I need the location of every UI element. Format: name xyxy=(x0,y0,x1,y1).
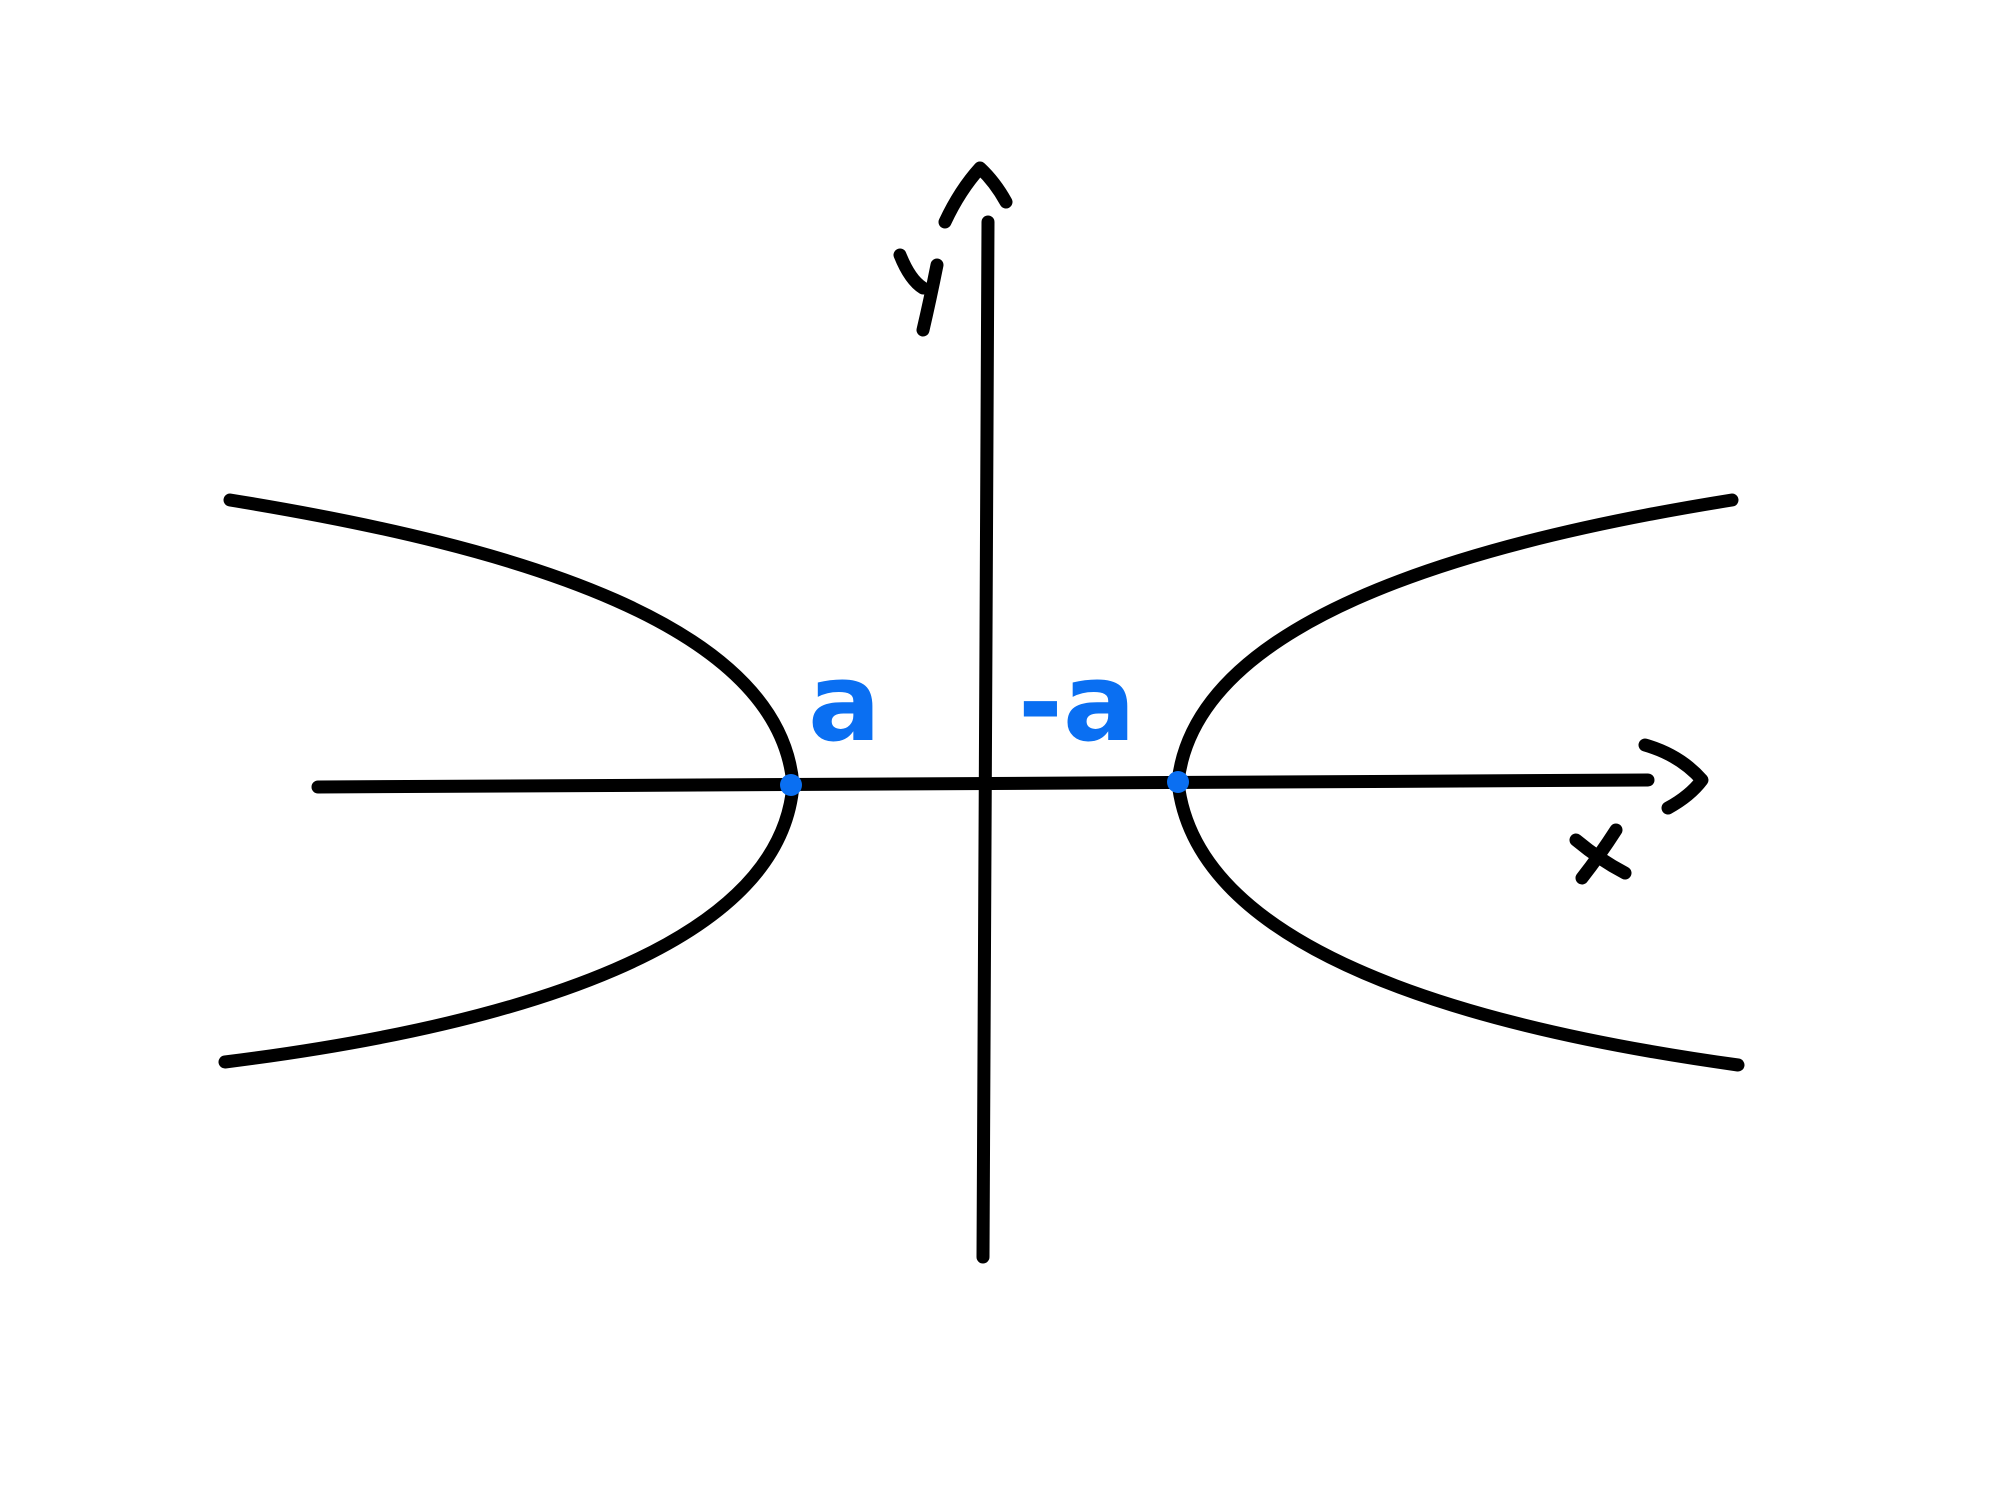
vertex-point-right xyxy=(1167,771,1189,793)
y-label-stroke-2 xyxy=(916,258,944,337)
x-axis-arrowhead xyxy=(1638,738,1709,815)
y-axis-label: y xyxy=(893,248,944,337)
x-label-stroke-2 xyxy=(1575,823,1623,885)
y-label-stroke-1 xyxy=(893,248,930,295)
vertex-label-right: -a xyxy=(1018,641,1136,766)
y-axis-arrowhead xyxy=(938,161,1013,229)
vertex-label-left: a xyxy=(808,641,881,766)
y-axis-line xyxy=(976,215,995,1264)
vertex-point-left xyxy=(780,774,802,796)
x-axis-label: x xyxy=(1569,823,1632,885)
